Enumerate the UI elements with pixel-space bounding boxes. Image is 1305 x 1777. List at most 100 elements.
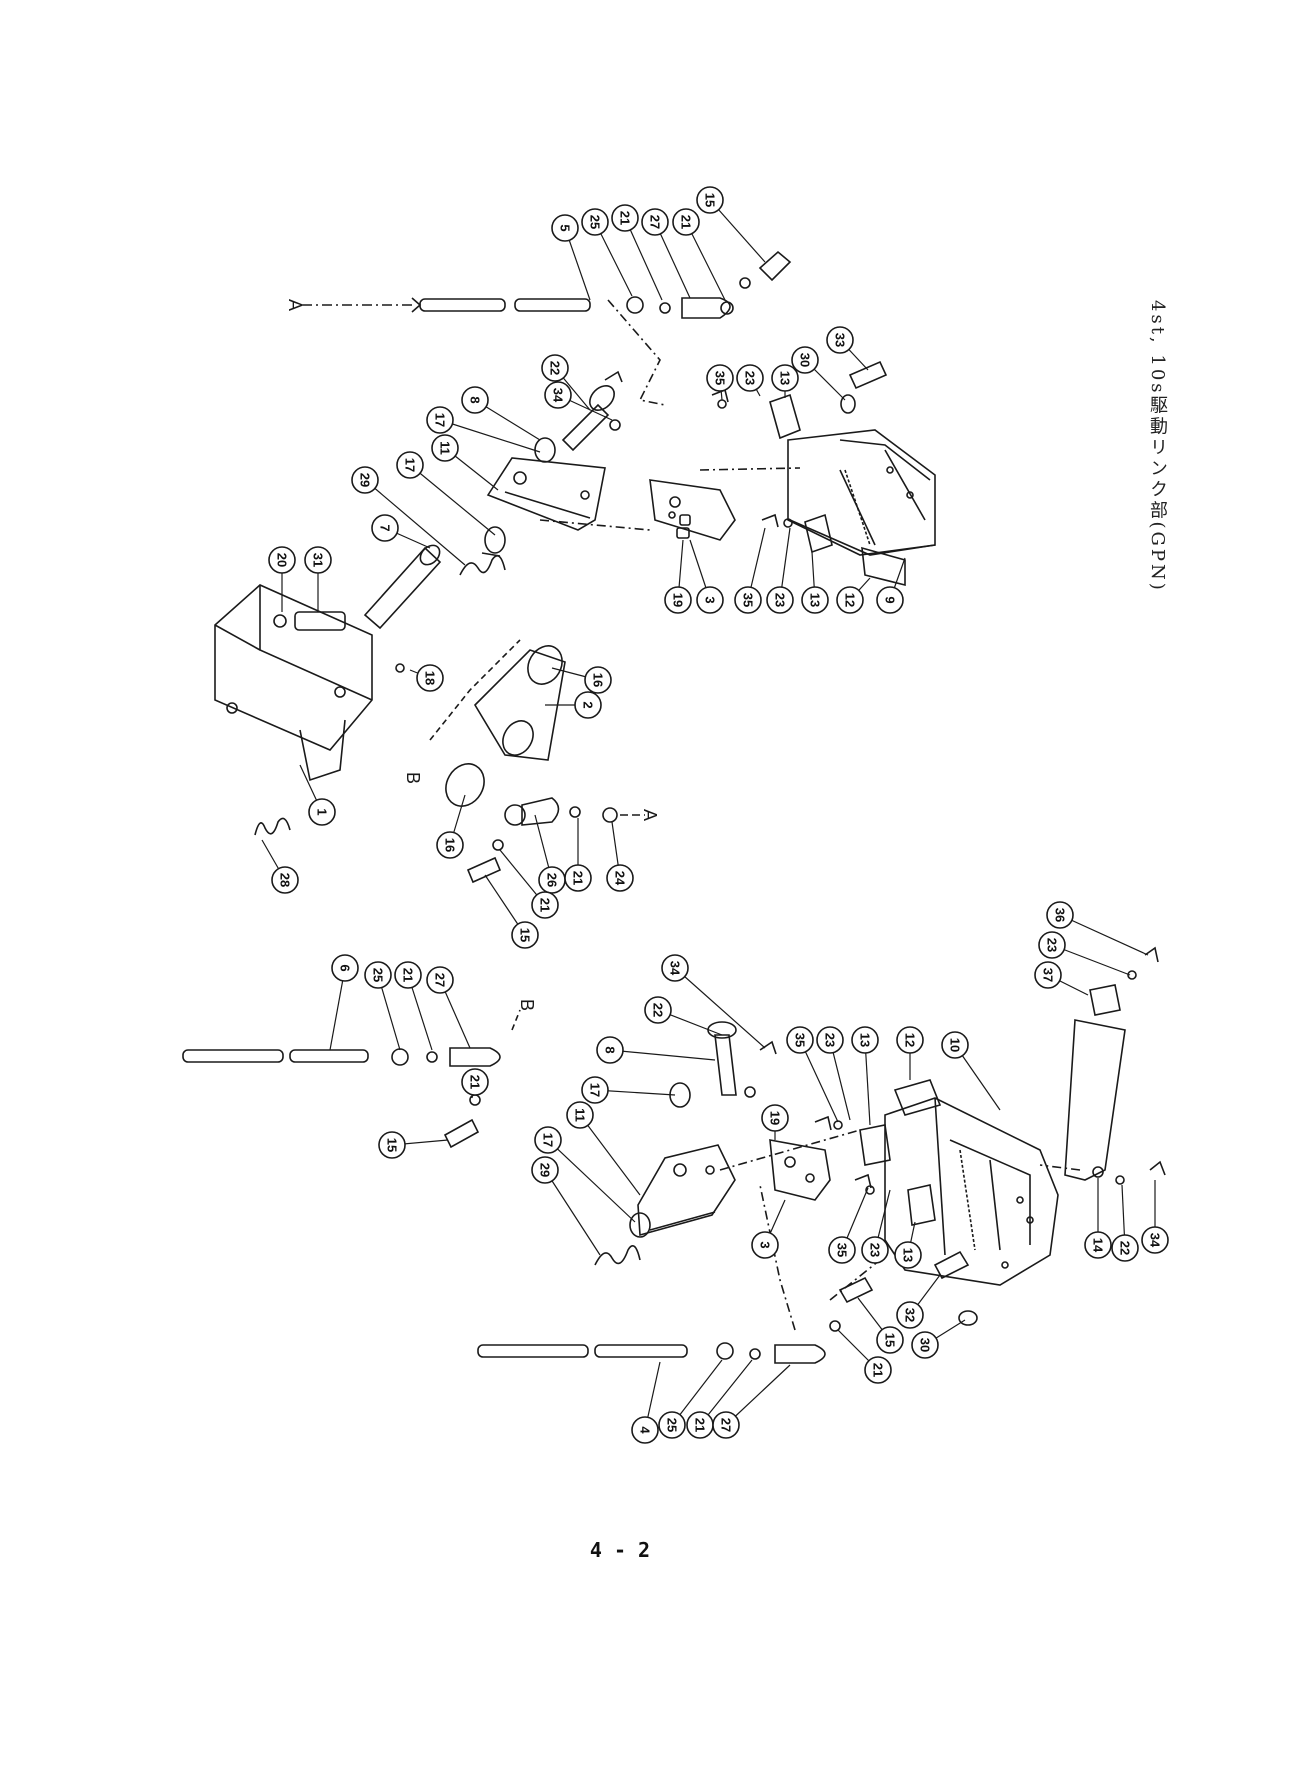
callout-number: 12 <box>903 1033 918 1047</box>
bracket-part <box>815 1117 935 1225</box>
callout-number: 30 <box>918 1338 933 1352</box>
connector-label-b-lower: B <box>517 999 537 1011</box>
callout-number: 21 <box>679 215 694 229</box>
callout-34: 34 <box>1142 1180 1168 1253</box>
callout-number: 33 <box>833 333 848 347</box>
rod-part <box>478 1321 840 1363</box>
lever-part <box>1065 1020 1165 1184</box>
callout-number: 15 <box>518 928 533 942</box>
callout-number: 18 <box>423 671 438 685</box>
callout-number: 17 <box>541 1133 556 1147</box>
callout-3: 3 <box>752 1200 785 1258</box>
callout-10: 10 <box>942 1032 1000 1110</box>
link-part <box>650 480 735 540</box>
callout-number: 25 <box>371 968 386 982</box>
callout-13: 13 <box>772 365 798 398</box>
callout-19: 19 <box>762 1105 788 1140</box>
callout-number: 27 <box>433 973 448 987</box>
callout-number: 17 <box>588 1083 603 1097</box>
callout-number: 34 <box>551 388 566 403</box>
callout-35: 35 <box>707 365 733 400</box>
callout-37: 37 <box>1035 962 1088 995</box>
link-part <box>770 1140 830 1200</box>
callout-26: 26 <box>535 815 565 893</box>
callout-21: 21 <box>673 209 725 300</box>
callout-number: 16 <box>443 838 458 852</box>
callout-22: 22 <box>1112 1185 1138 1261</box>
callout-number: 11 <box>438 441 453 455</box>
callout-number: 17 <box>433 413 448 427</box>
callout-number: 22 <box>1118 1241 1133 1255</box>
callout-15: 15 <box>697 187 765 262</box>
callout-17: 17 <box>582 1077 675 1103</box>
callout-number: 30 <box>798 353 813 367</box>
callout-number: 22 <box>651 1003 666 1017</box>
rail-part <box>788 430 935 555</box>
callout-number: 7 <box>378 524 393 531</box>
callout-12: 12 <box>897 1027 923 1080</box>
callout-number: 13 <box>901 1248 916 1262</box>
callout-number: 21 <box>618 211 633 225</box>
callout-number: 24 <box>613 871 628 886</box>
callout-21: 21 <box>395 962 432 1050</box>
callout-8: 8 <box>597 1037 715 1063</box>
connector-label-b-mid: B <box>403 772 423 784</box>
callout-23: 23 <box>737 365 763 396</box>
callout-number: 4 <box>638 1426 653 1434</box>
callout-6: 6 <box>330 955 358 1050</box>
spring-part <box>460 556 505 575</box>
callout-number: 32 <box>903 1308 918 1322</box>
callout-13: 13 <box>895 1222 921 1268</box>
callout-number: 3 <box>758 1241 773 1248</box>
callout-number: 15 <box>385 1138 400 1152</box>
callout-9: 9 <box>877 558 905 613</box>
callout-29: 29 <box>352 467 465 565</box>
callout-number: 29 <box>358 473 373 487</box>
callout-32: 32 <box>897 1275 940 1328</box>
callout-number: 27 <box>719 1418 734 1432</box>
leader-line <box>610 1050 715 1060</box>
connector-label-a-top: A <box>285 299 305 311</box>
leader-line <box>545 1170 600 1255</box>
callout-27: 27 <box>713 1365 790 1438</box>
callout-13: 13 <box>852 1027 878 1125</box>
block-part <box>215 585 372 780</box>
callout-number: 27 <box>648 215 663 229</box>
callout-20: 20 <box>269 547 295 612</box>
callout-11: 11 <box>567 1102 640 1195</box>
callout-number: 8 <box>468 396 483 403</box>
callout-15: 15 <box>379 1132 448 1158</box>
callout-number: 11 <box>573 1108 588 1122</box>
callout-22: 22 <box>645 997 722 1035</box>
callout-number: 28 <box>278 873 293 887</box>
callout-34: 34 <box>545 382 612 420</box>
leader-line <box>580 1115 640 1195</box>
bushing-part <box>482 527 505 556</box>
callout-number: 29 <box>538 1163 553 1177</box>
callout-number: 9 <box>883 596 898 603</box>
callout-35: 35 <box>735 528 765 613</box>
callout-number: 35 <box>793 1033 808 1047</box>
callout-number: 5 <box>558 224 573 231</box>
callout-number: 3 <box>703 596 718 603</box>
rod-end-part <box>627 252 790 318</box>
pin-part <box>365 542 443 628</box>
callout-number: 19 <box>768 1111 783 1125</box>
callout-number: 6 <box>338 964 353 971</box>
callout-number: 36 <box>1053 908 1068 922</box>
callout-8: 8 <box>462 387 540 440</box>
lever-part <box>638 1145 735 1235</box>
callout-12: 12 <box>837 578 870 613</box>
callout-number: 15 <box>703 193 718 207</box>
callout-28: 28 <box>262 840 298 893</box>
callout-number: 1 <box>315 808 330 815</box>
callout-number: 23 <box>773 593 788 607</box>
figure-caption: 4st, 10s駆動リンク部(GPN) <box>1120 300 1170 630</box>
callout-number: 16 <box>591 673 606 687</box>
callout-number: 37 <box>1041 968 1056 982</box>
callout-17: 17 <box>397 452 495 535</box>
callout-30: 30 <box>792 347 845 400</box>
callout-number: 31 <box>311 553 326 567</box>
callout-number: 15 <box>883 1333 898 1347</box>
